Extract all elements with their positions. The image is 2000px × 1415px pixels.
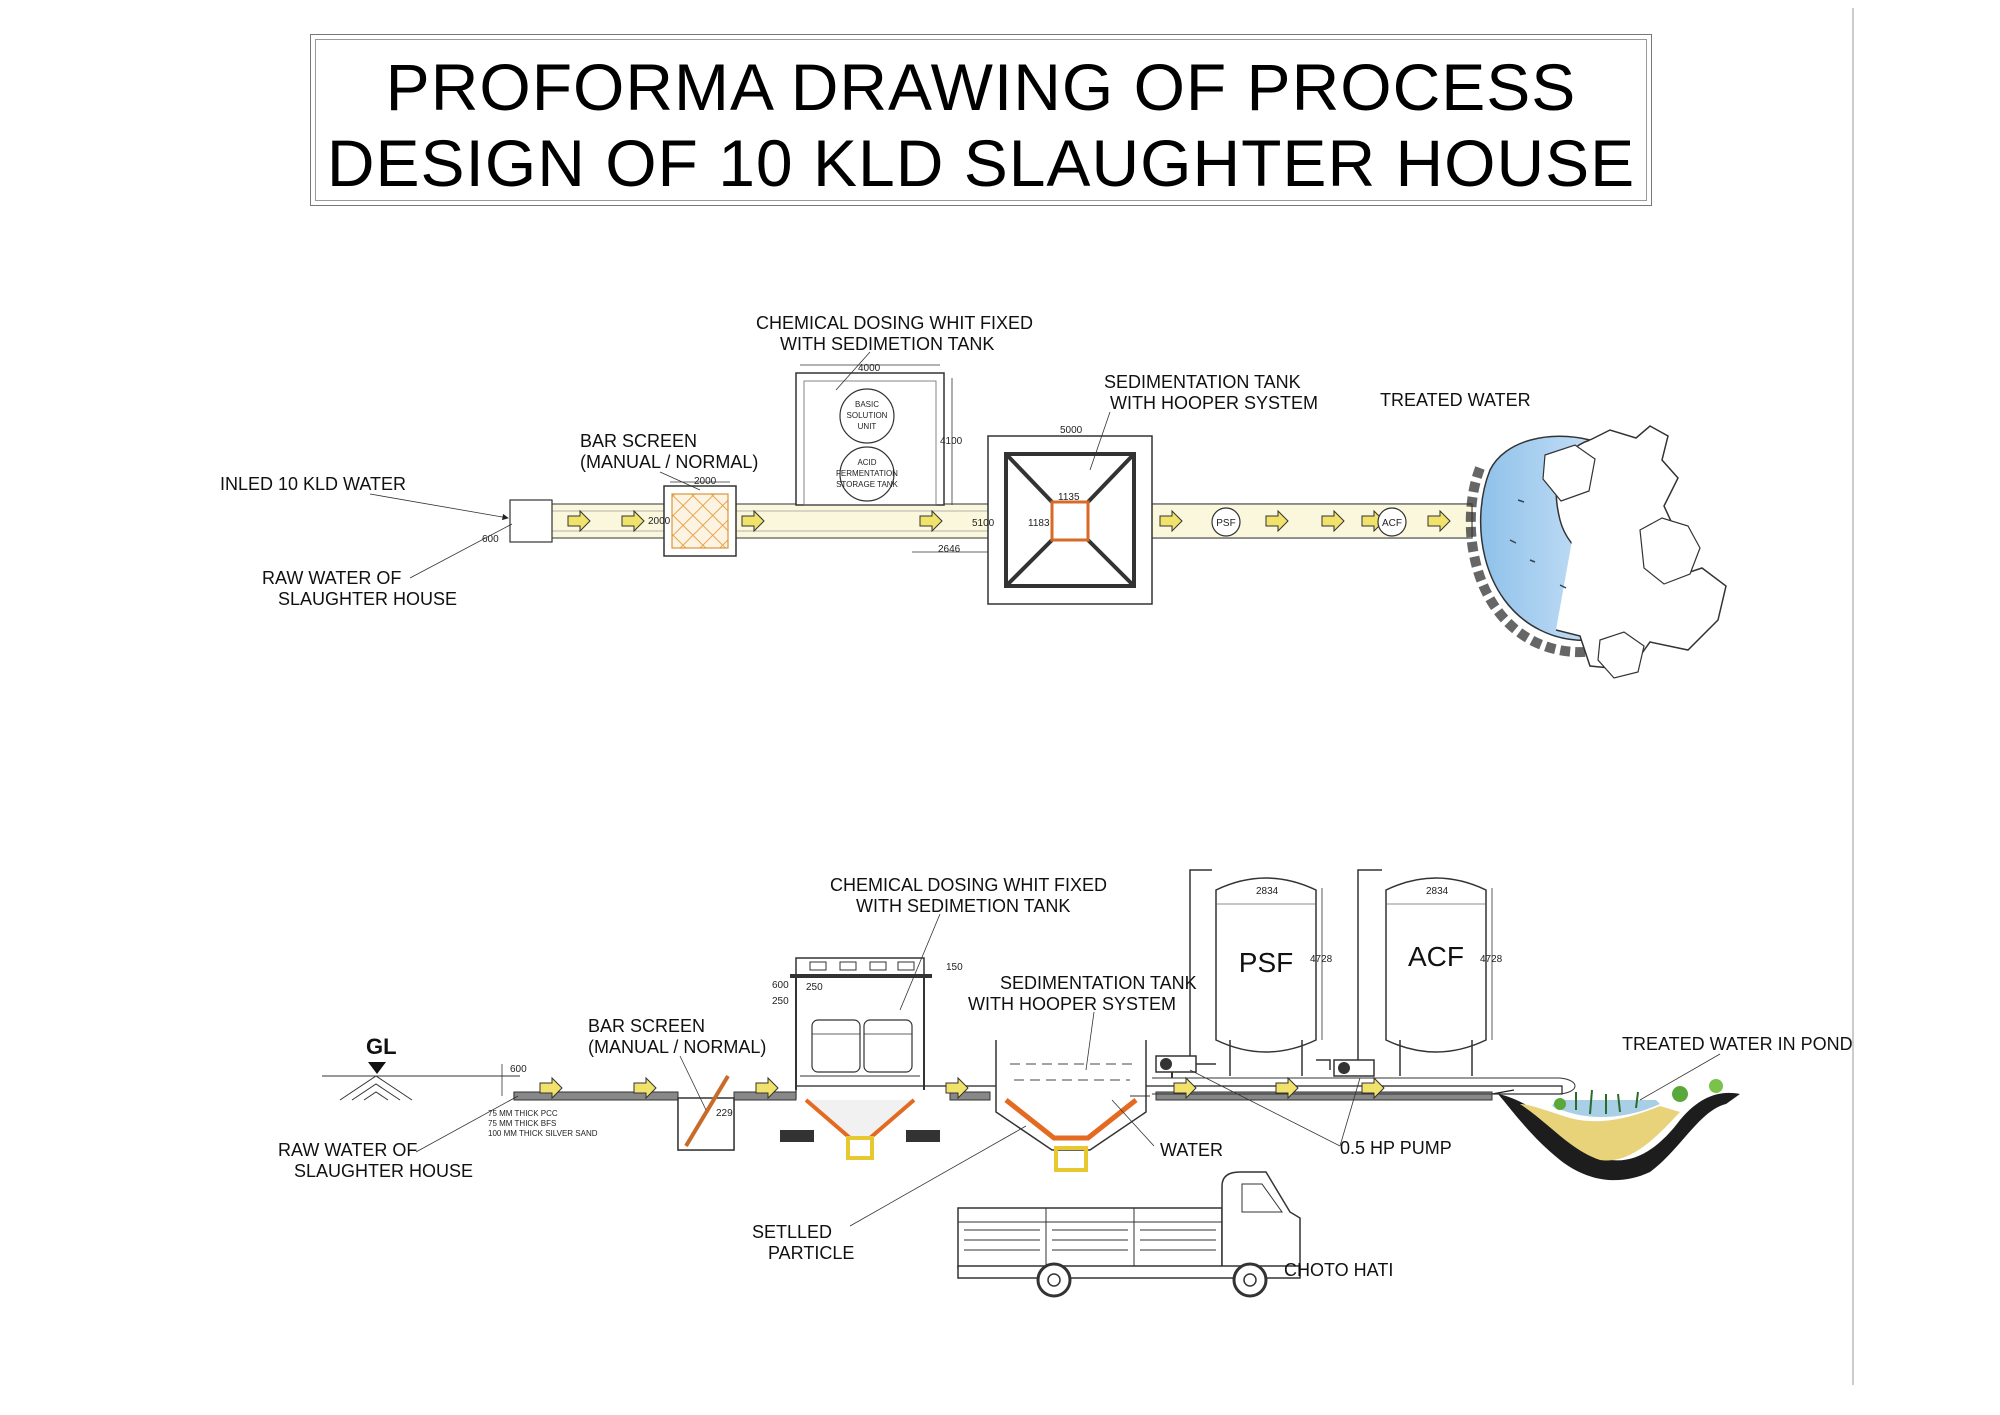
section-truck-label: CHOTO HATI [1284,1260,1393,1280]
section-dim-screen: 229 [716,1108,733,1119]
section-dim-chem-600: 600 [772,980,789,991]
section-pump-label: 0.5 HP PUMP [1340,1138,1452,1158]
section-psf-vessel: PSF 2834 4728 [1189,869,1333,1076]
plan-flow-arrows [567,509,1451,533]
section-pond-label: TREATED WATER IN POND [1622,1034,1853,1054]
section-gl-label: GL [366,1034,397,1059]
plan-dim-bar-w: 2000 [694,476,717,487]
title-line-1: PROFORMA DRAWING OF PROCESS [385,50,1577,124]
svg-text:PSF: PSF [1239,947,1293,978]
section-dim-acf-h: 4728 [1480,954,1503,965]
plan-dim-hop-w: 1135 [1058,492,1080,503]
title-inner-frame [315,39,1647,201]
plan-acid-tank [839,446,895,502]
section-view: GL 600 75 MM THIC [278,869,1853,1298]
plan-inlet-label: INLED 10 KLD WATER [220,474,406,494]
plan-dim-pipe: 600 [482,534,499,545]
section-dim-chem-top: 150 [946,962,963,973]
plan-chem-label-2: WITH SEDIMETION TANK [780,334,994,354]
section-acf-vessel: ACF 2834 4728 [1357,869,1503,1076]
section-inlet-channel [513,1091,679,1101]
section-layer-note-2: 75 MM THICK BFS [488,1119,556,1128]
section-sedimentation-tank [995,1040,1150,1172]
plan-psf-unit [1211,507,1241,537]
section-settled-label-2: PARTICLE [768,1243,854,1263]
plan-treated-label: TREATED WATER [1380,390,1531,410]
svg-text:PSF: PSF [1216,518,1235,529]
section-chem-label-1: CHEMICAL DOSING WHIT FIXED [830,875,1107,895]
section-sed-label-1: SEDIMENTATION TANK [1000,973,1197,993]
plan-dim-gap: 2646 [938,544,961,555]
title-block: PROFORMA DRAWING OF PROCESS DESIGN OF 10… [310,34,1652,206]
section-truck [957,1171,1301,1298]
plan-basic-tank [839,388,895,444]
title-line-2: DESIGN OF 10 KLD SLAUGHTER HOUSE [326,126,1636,200]
plan-raw-water-label-1: RAW WATER OF [262,568,401,588]
section-raw-water-label-2: SLAUGHTER HOUSE [294,1161,473,1181]
svg-text:BASIC: BASIC [855,400,879,409]
section-raw-water-label-1: RAW WATER OF [278,1140,417,1160]
svg-text:STORAGE TANK: STORAGE TANK [836,480,898,489]
svg-text:ACID: ACID [857,458,876,467]
section-bar-screen-label-1: BAR SCREEN [588,1016,705,1036]
plan-bar-screen-label-2: (MANUAL / NORMAL) [580,452,758,472]
plan-view: 600 2000 2000 4000 [220,313,1727,679]
svg-text:UNIT: UNIT [858,422,877,431]
plan-chem-label-1: CHEMICAL DOSING WHIT FIXED [756,313,1033,333]
plan-dim-chem-h: 4100 [940,436,963,447]
plan-dim-hop-h: 1183 [1028,518,1050,529]
section-flow-arrows [539,1076,1385,1100]
section-dim-chem-250b: 250 [772,996,789,1007]
section-chem-label-2: WITH SEDIMETION TANK [856,896,1070,916]
section-dim-acf-w: 2834 [1426,886,1449,897]
section-dim-pipe: 600 [510,1064,527,1075]
plan-sed-label-1: SEDIMENTATION TANK [1104,372,1301,392]
section-layer-note-3: 100 MM THICK SILVER SAND [488,1129,598,1138]
plan-bar-screen-label-1: BAR SCREEN [580,431,697,451]
section-bar-screen-label-2: (MANUAL / NORMAL) [588,1037,766,1057]
section-pump-2 [1333,1059,1375,1077]
section-sed-label-2: WITH HOOPER SYSTEM [968,994,1176,1014]
plan-sed-label-2: WITH HOOPER SYSTEM [1110,393,1318,413]
section-gl-marker [368,1062,386,1074]
svg-text:FERMENTATION: FERMENTATION [836,469,898,478]
section-treated-pond [1498,1079,1740,1181]
section-dim-psf-w: 2834 [1256,886,1279,897]
section-dim-psf-h: 4728 [1310,954,1333,965]
svg-text:ACF: ACF [1382,518,1402,529]
section-water-label: WATER [1160,1140,1223,1160]
plan-dim-chem-w: 4000 [858,363,881,374]
plan-inlet-box [509,499,553,543]
plan-dim-bar-h: 2000 [648,516,671,527]
plan-treated-pond [1465,425,1727,679]
plan-acf-unit [1377,507,1407,537]
section-pump-1 [1155,1055,1197,1078]
svg-text:SOLUTION: SOLUTION [847,411,888,420]
section-layer-note-1: 75 MM THICK PCC [488,1109,558,1118]
plan-dim-sed-w: 5000 [1060,425,1083,436]
svg-text:ACF: ACF [1408,941,1464,972]
section-dim-chem-250a: 250 [806,982,823,993]
section-chemical-dosing: 150 600 250 250 [772,957,963,1160]
section-settled-label-1: SETLLED [752,1222,832,1242]
plan-dim-sed-h: 5100 [972,518,995,529]
plan-raw-water-label-2: SLAUGHTER HOUSE [278,589,457,609]
